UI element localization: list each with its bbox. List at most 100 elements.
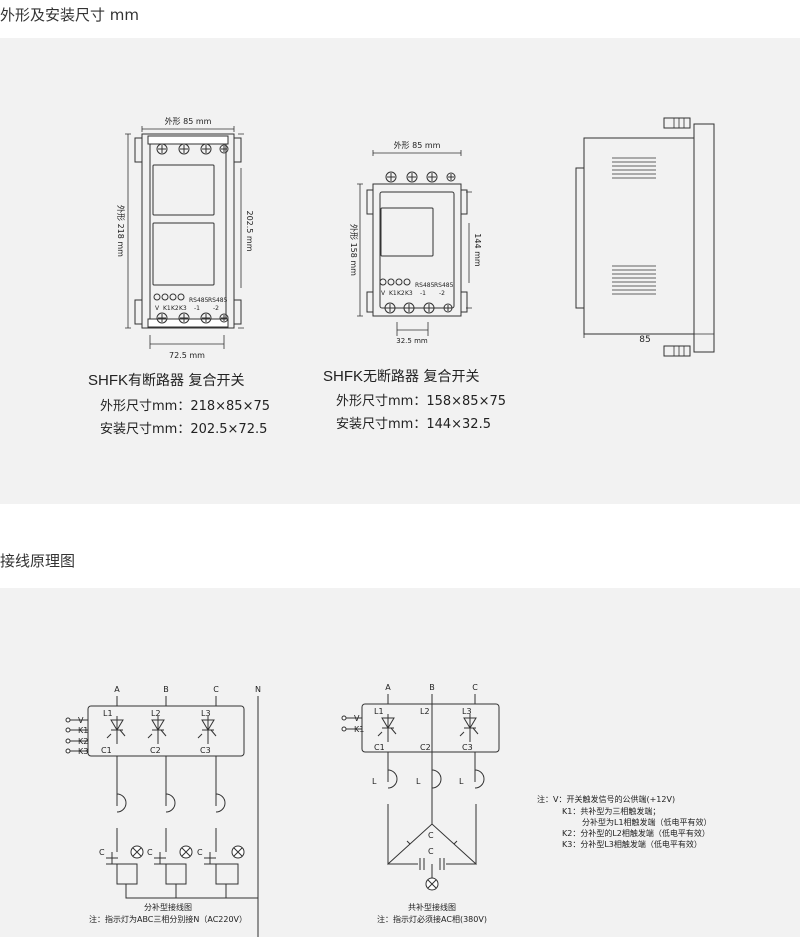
split-note: 注：指示灯为ABC三相分别接N（AC220V）	[89, 914, 247, 924]
phase-label: N	[255, 685, 261, 694]
phase-label: B	[163, 685, 169, 694]
section-title-wiring: 接线原理图	[0, 552, 76, 570]
cap-label: C	[99, 848, 105, 857]
terminal-label: L2	[420, 707, 430, 716]
device-side-view	[575, 117, 715, 357]
device1-mounting: 安装尺寸mm：202.5×72.5	[100, 422, 268, 437]
dim-mount-width-label-2: 32.5 mm	[396, 337, 428, 345]
phase-label: A	[114, 685, 120, 694]
dimensions-drawing: 外形 85 mm 外形 218 mm 202.5 mm 72.5 mm V K1…	[116, 116, 715, 360]
dim-inner-height-label-2: 144 mm	[473, 233, 482, 267]
terminal-screws-top-2	[385, 171, 456, 183]
common-thyristor-group	[377, 713, 479, 743]
note-line: K1：共补型为三相触发端；	[562, 806, 660, 816]
led-label: K2	[397, 290, 405, 297]
dim-width-label-1: 外形 85 mm	[165, 116, 212, 126]
device1-caption: SHFK有断路器 复合开关	[88, 372, 245, 389]
common-wiring-diagram	[341, 694, 500, 891]
led-label: K1	[163, 305, 171, 312]
split-cap-lamp-branches	[106, 828, 258, 899]
cap-label: C	[428, 847, 434, 856]
indicator-leds-2	[379, 278, 411, 286]
device2-caption: SHFK无断路器 复合开关	[323, 368, 480, 385]
dim-height-label-2: 外形 158 mm	[349, 224, 359, 276]
input-label: V	[354, 714, 360, 723]
device2-mounting: 安装尺寸mm：144×32.5	[336, 417, 491, 432]
cap-label: C	[428, 831, 434, 840]
input-label: V	[78, 716, 84, 725]
rs485-label: RS485	[415, 282, 435, 289]
common-delta-capacitors	[387, 804, 477, 870]
input-label: K2	[78, 737, 88, 746]
note-line: 注：V：开关触发信号的公供端(+12V)	[537, 794, 675, 804]
dim-height-label-1: 外形 218 mm	[116, 205, 126, 257]
led-label: K2	[171, 305, 179, 312]
rs485-label: RS485	[208, 297, 228, 304]
split-wiring-diagram	[65, 696, 259, 937]
dim-inner-height-label-1: 202.5 mm	[245, 210, 254, 251]
split-caption: 分补型接线图	[144, 902, 192, 912]
led-label: K1	[389, 290, 397, 297]
note-line: K2：分补型的L2相触发端（低电平有效）	[562, 828, 710, 838]
phase-label: B	[429, 683, 435, 692]
terminal-label: C3	[462, 743, 473, 752]
cap-label: C	[147, 848, 153, 857]
rs485-label: RS485	[189, 297, 209, 304]
phase-label: A	[385, 683, 391, 692]
inductor-label: L	[372, 777, 377, 786]
rs485-label: -2	[213, 305, 219, 312]
common-inductors	[387, 769, 485, 789]
rs485-label: RS485	[434, 282, 454, 289]
indicator-leds	[153, 293, 185, 301]
note-line: 分补型为L1相触发端（低电平有效）	[582, 817, 712, 827]
section-title-dimensions: 外形及安装尺寸 mm	[0, 6, 139, 24]
dim-width-label-2: 外形 85 mm	[394, 140, 441, 150]
rs485-label: -1	[194, 305, 200, 312]
cap-label: C	[197, 848, 203, 857]
inductor-label: L	[416, 777, 421, 786]
common-input-terminals	[341, 715, 362, 732]
phase-label: C	[213, 685, 219, 694]
led-label: V	[155, 305, 160, 312]
rs485-label: -1	[420, 290, 426, 297]
device-158-front-view	[357, 150, 472, 336]
common-note: 注：指示灯必须接AC相(380V)	[377, 914, 487, 924]
side-vent-bottom	[612, 265, 656, 295]
split-inductors	[116, 793, 226, 813]
terminal-label: C2	[420, 743, 431, 752]
terminal-label: C3	[200, 746, 211, 755]
split-input-terminals	[65, 717, 88, 754]
dimensions-panel: 外形 85 mm 外形 218 mm 202.5 mm 72.5 mm V K1…	[0, 38, 800, 504]
wiring-drawing: A B C N V K1 K2 K3 L1 L2 L3 C1 C2 C3 C C…	[65, 683, 712, 937]
terminal-label: L2	[151, 709, 161, 718]
rs485-label: -2	[439, 290, 445, 297]
note-line: K3：分补型L3相触发端（低电平有效）	[562, 839, 702, 849]
terminal-label: C2	[150, 746, 161, 755]
terminal-label: L3	[201, 709, 211, 718]
input-label: K1	[78, 726, 88, 735]
terminal-label: L1	[374, 707, 384, 716]
split-thyristor-group	[106, 715, 217, 745]
terminal-screws-bottom	[156, 312, 229, 324]
terminal-label: C1	[374, 743, 385, 752]
led-label: V	[381, 290, 386, 297]
terminal-label: C1	[101, 746, 112, 755]
side-depth-label: 85	[639, 335, 650, 345]
device1-dimensions: 外形尺寸mm：218×85×75	[100, 399, 271, 414]
wiring-panel: A B C N V K1 K2 K3 L1 L2 L3 C1 C2 C3 C C…	[0, 588, 800, 937]
phase-label: C	[472, 683, 478, 692]
input-label: K3	[78, 747, 88, 756]
terminal-screws-top	[156, 143, 229, 155]
device-218-front-view	[125, 126, 244, 349]
dim-mount-width-label-1: 72.5 mm	[169, 351, 205, 360]
led-label: K3	[405, 290, 413, 297]
terminal-label: L3	[462, 707, 472, 716]
terminal-screws-bottom-2	[384, 302, 453, 314]
terminal-label: L1	[103, 709, 113, 718]
device2-dimensions: 外形尺寸mm：158×85×75	[336, 394, 507, 409]
inductor-label: L	[459, 777, 464, 786]
side-terminal-tabs	[673, 118, 685, 356]
common-lamp	[425, 877, 439, 891]
side-vent-top	[612, 157, 656, 179]
common-caption: 共补型接线图	[408, 902, 456, 912]
